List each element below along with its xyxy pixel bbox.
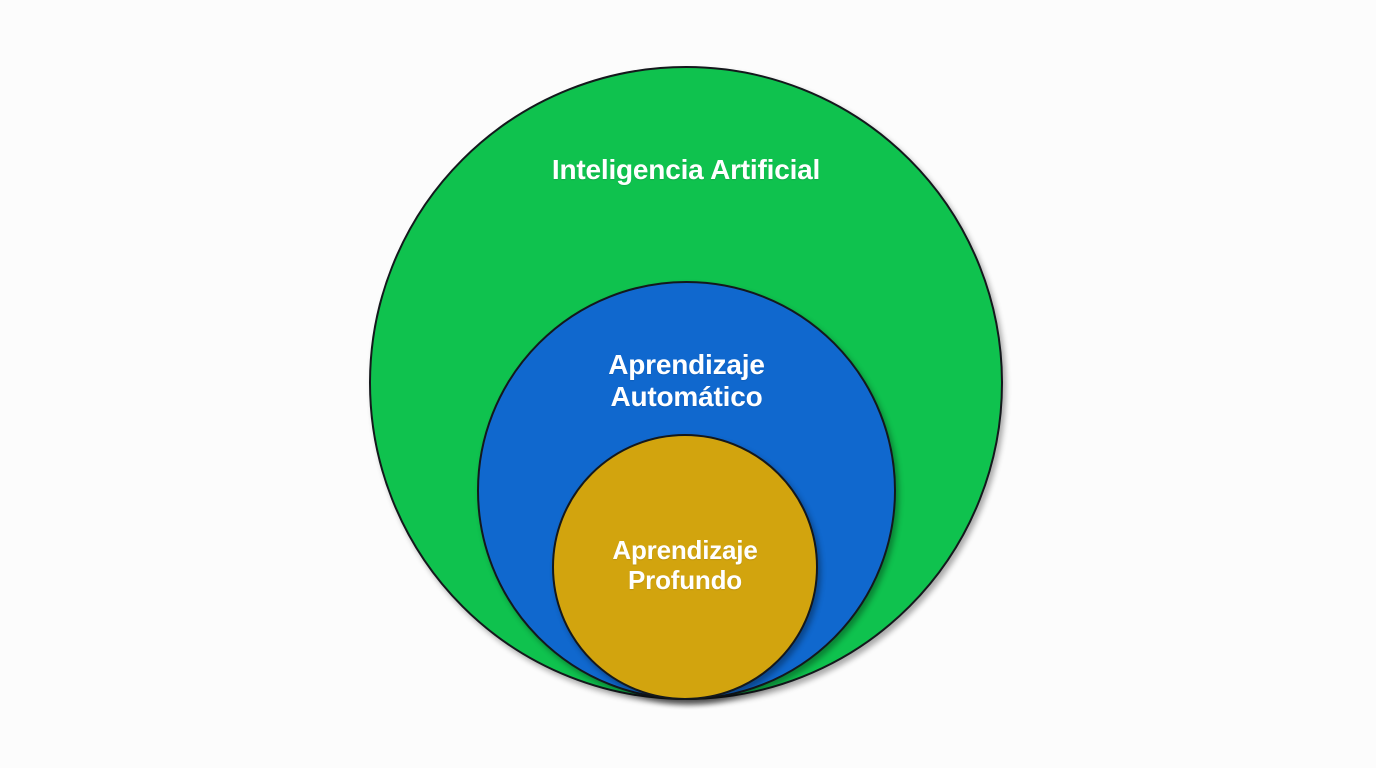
- circle-label-aprendizaje-profundo: Aprendizaje Profundo: [612, 535, 758, 595]
- circle-aprendizaje-profundo[interactable]: Aprendizaje Profundo: [552, 434, 818, 700]
- circle-label-aprendizaje-automatico: Aprendizaje Automático: [608, 349, 765, 412]
- circle-label-inteligencia-artificial: Inteligencia Artificial: [551, 154, 821, 185]
